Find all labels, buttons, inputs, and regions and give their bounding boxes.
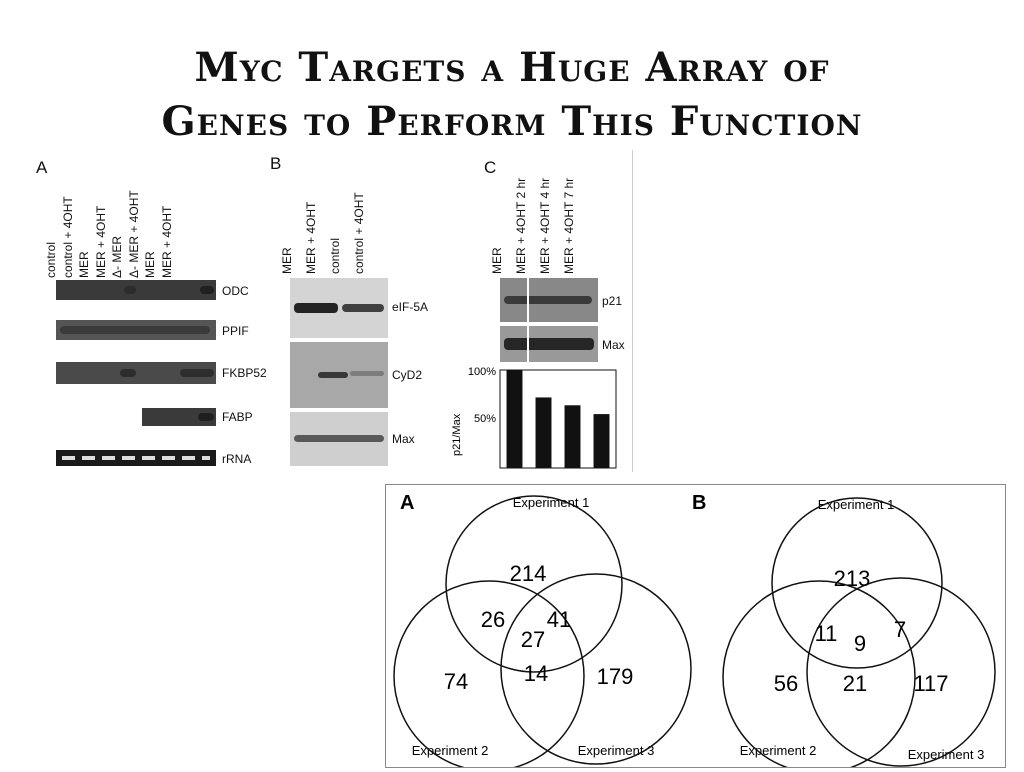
lane-label: MER [280, 247, 294, 274]
bar-0 [506, 370, 523, 468]
lane-label: Δ- MER + 4OHT [126, 190, 141, 278]
lane-label: MER + 4OHT [93, 205, 108, 278]
venn-a-label-3: Experiment 3 [578, 743, 655, 758]
lane-label: control + 4OHT [352, 192, 366, 274]
venn-b-letter: B [692, 492, 706, 514]
gene-label-p21: p21 [602, 294, 623, 308]
venn-a-count: 14 [524, 661, 548, 686]
venn-b-count: 7 [894, 617, 906, 642]
venn-b-label-2: Experiment 2 [740, 743, 817, 758]
venn-b-count: 9 [854, 631, 866, 656]
panel-a-lane-labels: control control + 4OHT MER MER + 4OHT Δ-… [44, 150, 188, 278]
gene-label-eif5a: eIF-5A [392, 300, 429, 314]
venn-b-label-1: Experiment 1 [818, 497, 895, 512]
venn-b-circle-1 [771, 497, 943, 669]
venn-b-count: 11 [815, 621, 838, 646]
venn-b-count: 117 [913, 671, 948, 696]
p21-bar-chart: p21/Max 100% 50% [451, 366, 617, 469]
gene-label-fabp: FABP [222, 410, 253, 424]
venn-b: B Experiment 1 Experiment 2 Experiment 3… [692, 492, 996, 772]
lane-label: MER + 4OHT [304, 201, 318, 274]
blot-figure: A control control + 4OHT MER MER + 4OHT … [34, 150, 633, 472]
lane-label: MER [143, 251, 157, 278]
rrna-gel [56, 450, 216, 466]
lane-label: MER + 4OHT [159, 205, 174, 278]
gene-label-max-b: Max [392, 432, 415, 446]
max-blot-c [500, 326, 598, 362]
venn-a-count: 26 [481, 607, 505, 632]
venn-b-circle-3 [806, 577, 996, 767]
venn-a-circle-3 [500, 573, 692, 765]
venn-b-count: 21 [843, 671, 867, 696]
ppif-blot [56, 320, 216, 340]
venn-a-circle-1 [445, 495, 623, 673]
fabp-blot [142, 408, 216, 426]
venn-b-count: 56 [774, 671, 798, 696]
chart-ylabel: p21/Max [451, 413, 463, 456]
fkbp52-blot [56, 362, 216, 384]
lane-label: MER [77, 251, 91, 278]
gene-label-cyd2: CyD2 [392, 368, 423, 382]
tick-label-100: 100% [468, 366, 496, 378]
bar-1 [535, 397, 552, 468]
venn-a-label-1: Experiment 1 [513, 495, 590, 510]
gene-label-odc: ODC [222, 284, 249, 298]
lane-label: control [44, 241, 58, 278]
cyd2-blot [290, 342, 388, 408]
venn-figure: A Experiment 1 Experiment 2 Experiment 3… [385, 484, 1006, 772]
eif5a-blot [290, 278, 388, 338]
panel-a-letter: A [36, 158, 48, 177]
venn-a: A Experiment 1 Experiment 2 Experiment 3… [393, 492, 692, 772]
venn-a-count: 179 [597, 664, 634, 689]
lane-label: control [328, 237, 342, 274]
gene-label-rrna: rRNA [222, 452, 252, 466]
slide-title-line1: Myc Targets a Huge Array of [194, 44, 830, 91]
venn-b-circle-2 [722, 580, 916, 772]
slide-title-line2: Genes to Perform This Function [161, 98, 863, 145]
gene-label-max-c: Max [602, 338, 625, 352]
bar-3 [593, 414, 610, 468]
panel-c-lane-labels: MER MER + 4OHT 2 hr MER + 4OHT 4 hr MER … [490, 150, 598, 274]
gene-label-fkbp52: FKBP52 [222, 366, 267, 380]
lane-label: MER [490, 247, 504, 274]
tick-label-50: 50% [474, 413, 496, 425]
venn-a-count: 74 [444, 669, 468, 694]
lane-label: Δ- MER [110, 235, 124, 278]
venn-a-count: 27 [521, 627, 545, 652]
panel-b-lane-labels: MER MER + 4OHT control control + 4OHT [280, 150, 388, 274]
max-blot-b [290, 412, 388, 466]
lane-label: MER + 4OHT 4 hr [538, 177, 552, 274]
venn-a-count: 214 [510, 561, 547, 586]
venn-a-count: 41 [547, 607, 571, 632]
venn-a-letter: A [400, 492, 414, 514]
lane-label: control + 4OHT [60, 196, 75, 278]
lane-label: MER + 4OHT 7 hr [562, 177, 576, 274]
chart-frame [499, 369, 617, 469]
gene-label-ppif: PPIF [222, 324, 249, 338]
panel-c-letter: C [484, 158, 497, 177]
panel-b-letter: B [270, 154, 282, 173]
venn-a-label-2: Experiment 2 [412, 743, 489, 758]
odc-blot [56, 280, 216, 300]
venn-b-count: 213 [834, 566, 871, 591]
lane-label: MER + 4OHT 2 hr [514, 177, 528, 274]
bar-2 [564, 405, 581, 468]
p21-blot [500, 278, 598, 322]
